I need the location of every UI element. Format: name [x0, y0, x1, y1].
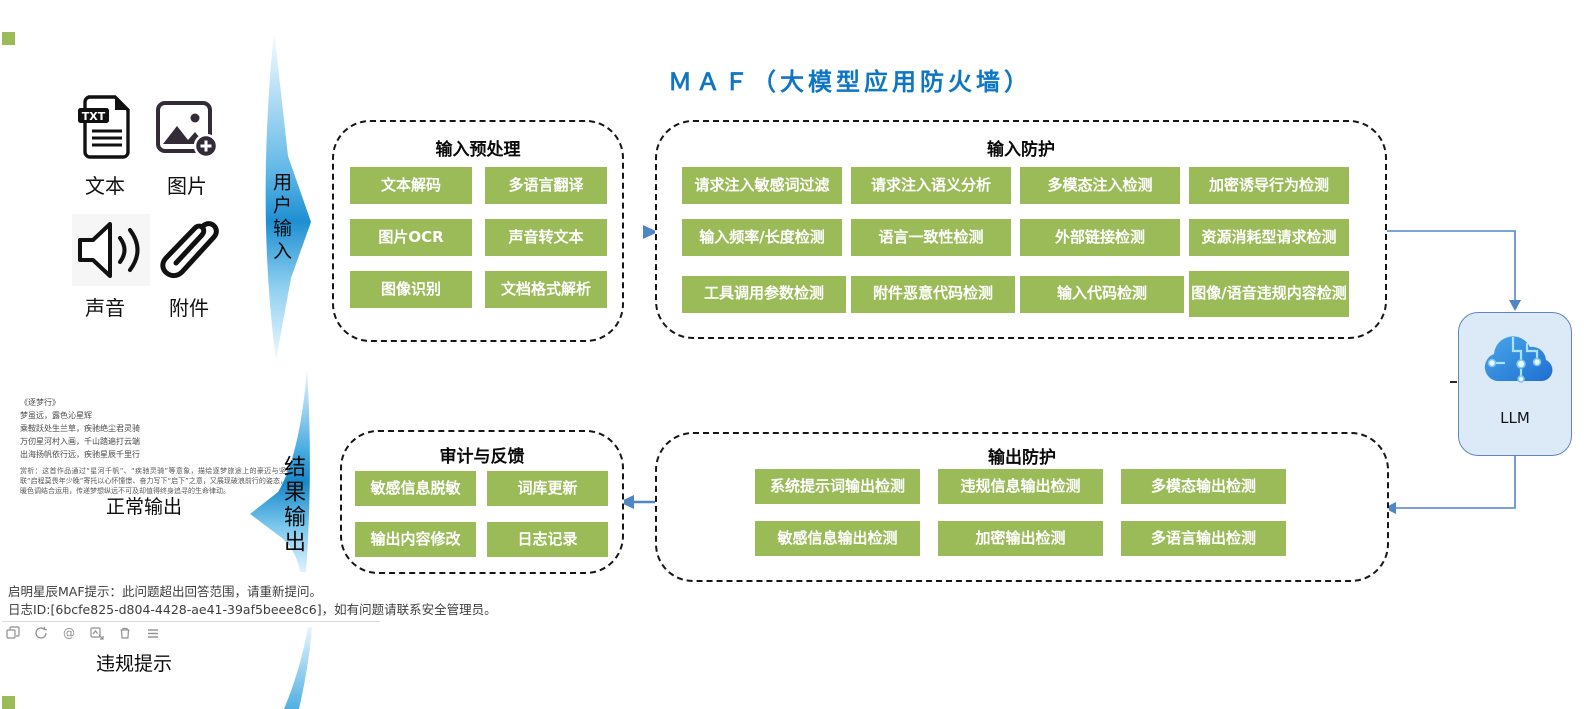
capability-button: 输出内容修改 [355, 522, 476, 557]
result-output-chevron [250, 368, 310, 572]
capability-button: 语言一致性检测 [851, 219, 1011, 256]
input-source-label: 声音 [85, 296, 125, 320]
preprocess-buttons: 文本解码多语言翻译图片OCR 声音转文本图像识别文档格式解析 [350, 167, 607, 308]
poem-line: 出海扬帆依行远，疾驰星辰千里行 [20, 450, 140, 459]
menu-icon[interactable] [146, 626, 160, 640]
poem-title: 《逐梦行》 [20, 398, 60, 407]
refresh-icon[interactable] [34, 626, 48, 640]
line-input-protection-to-llm [1383, 230, 1516, 301]
firewall-warning-message: 启明星辰MAF提示：此问题超出回答范围，请重新提问。 [8, 584, 323, 599]
arrowhead-down [1509, 300, 1521, 311]
capability-button: 多语言输出检测 [1121, 521, 1286, 556]
capability-button: 违规信息输出检测 [938, 469, 1103, 504]
cloud-circuit-icon [1484, 336, 1553, 383]
preprocess-title: 输入预处理 [435, 140, 521, 160]
result-output-flow-label: 结果输出 [280, 455, 305, 555]
normal-output-label: 正常输出 [105, 496, 182, 518]
llm-node: LLM [1458, 312, 1572, 456]
copy-icon[interactable] [6, 626, 20, 640]
poem-line: 乘鞍跃处生兰草，疾驰绝尘君灵骑 [20, 424, 140, 433]
svg-text:TXT: TXT [82, 110, 106, 123]
line-llm-to-output-protection [1394, 455, 1516, 509]
message-toolbar: @ [6, 626, 160, 640]
poem-lines: 梦虽远，露色沁星辉乘鞍跃处生兰草，疾驰绝尘君灵骑万仞星河村入画，千山踏遍打云端出… [20, 409, 308, 461]
capability-button: 文本解码 [350, 167, 472, 204]
llm-tick-mark [1450, 381, 1457, 383]
capability-button: 词库更新 [487, 471, 608, 506]
poem-line: 梦虽远，露色沁星辉 [20, 411, 92, 420]
input-source-label: 附件 [169, 296, 209, 320]
firewall-log-id-message: 日志ID:[6bcfe825-d804-4428-ae41-39af5beee8… [8, 602, 497, 617]
capability-button: 文档格式解析 [485, 271, 607, 308]
image-add-icon [156, 101, 219, 159]
input-protection-title: 输入防护 [987, 140, 1055, 160]
page-title: ＭＡＦ（大模型应用防火墙） [668, 68, 1032, 96]
capability-button: 图像/语音违规内容检测 [1189, 271, 1349, 317]
paperclip-icon [160, 221, 219, 279]
capability-button: 日志记录 [487, 522, 608, 557]
user-input-chevron [265, 30, 311, 360]
capability-button: 多模态注入检测 [1020, 167, 1180, 204]
poem-line: 万仞星河村入画，千山踏遍打云端 [20, 437, 140, 446]
capability-button: 输入频率/长度检测 [682, 219, 842, 256]
svg-text:@: @ [63, 626, 75, 640]
export-image-icon[interactable] [90, 626, 104, 640]
capability-button: 多语言翻译 [485, 167, 607, 204]
capability-button: 资源消耗型请求检测 [1189, 219, 1349, 256]
capability-button: 工具调用参数检测 [682, 275, 846, 313]
green-square-deco-bottom [2, 696, 15, 709]
capability-button: 加密诱导行为检测 [1189, 167, 1349, 204]
input-source-label: 文本 [85, 174, 125, 198]
capability-button: 请求注入敏感词过滤 [682, 167, 842, 204]
capability-button: 附件恶意代码检测 [851, 275, 1015, 313]
capability-button: 输入代码检测 [1020, 275, 1184, 313]
capability-button: 敏感信息脱敏 [355, 471, 476, 506]
output-protection-box: 输出防护 [655, 432, 1389, 582]
speaker-icon [72, 214, 150, 286]
capability-button: 敏感信息输出检测 [755, 521, 920, 556]
capability-button: 多模态输出检测 [1121, 469, 1286, 504]
user-input-flow-label: 用户输入 [270, 172, 292, 264]
input-source-label: 图片 [167, 174, 207, 198]
txt-file-icon: TXT [78, 95, 130, 159]
output-protection-buttons: 系统提示词输出检测违规信息输出检测多模态输出检测敏感信息输出检测加密输出检测多语… [755, 469, 1286, 556]
poem-analysis: 赏析：这首作品通过“星河千帆”、“疾驰灵骑”等意象，描绘逐梦旅途上的豪迈与坚持，… [20, 467, 308, 495]
mention-icon[interactable]: @ [62, 626, 76, 640]
capability-button: 声音转文本 [485, 219, 607, 256]
input-protection-buttons: 请求注入敏感词过滤请求注入语义分析多模态注入检测加密诱导行为检测输入频率/长度检… [682, 167, 1349, 317]
llm-label: LLM [1500, 409, 1530, 427]
capability-button: 图片OCR [350, 219, 472, 256]
audit-buttons: 敏感信息脱敏词库更新输出内容修改日志记录 [355, 471, 608, 557]
green-square-deco-top [2, 32, 15, 45]
capability-button: 请求注入语义分析 [851, 167, 1011, 204]
normal-output-text: 《逐梦行》 梦虽远，露色沁星辉乘鞍跃处生兰草，疾驰绝尘君灵骑万仞星河村入画，千山… [20, 396, 308, 496]
output-protection-title: 输出防护 [988, 448, 1056, 468]
message-divider [2, 621, 380, 622]
partial-chevron-bottom [284, 627, 312, 709]
capability-button: 加密输出检测 [938, 521, 1103, 556]
audit-title: 审计与反馈 [439, 447, 525, 467]
capability-button: 图像识别 [350, 271, 472, 308]
capability-button: 系统提示词输出检测 [755, 469, 920, 504]
capability-button: 外部链接检测 [1020, 219, 1180, 256]
delete-icon[interactable] [118, 626, 132, 640]
violation-output-label: 违规提示 [96, 653, 173, 675]
